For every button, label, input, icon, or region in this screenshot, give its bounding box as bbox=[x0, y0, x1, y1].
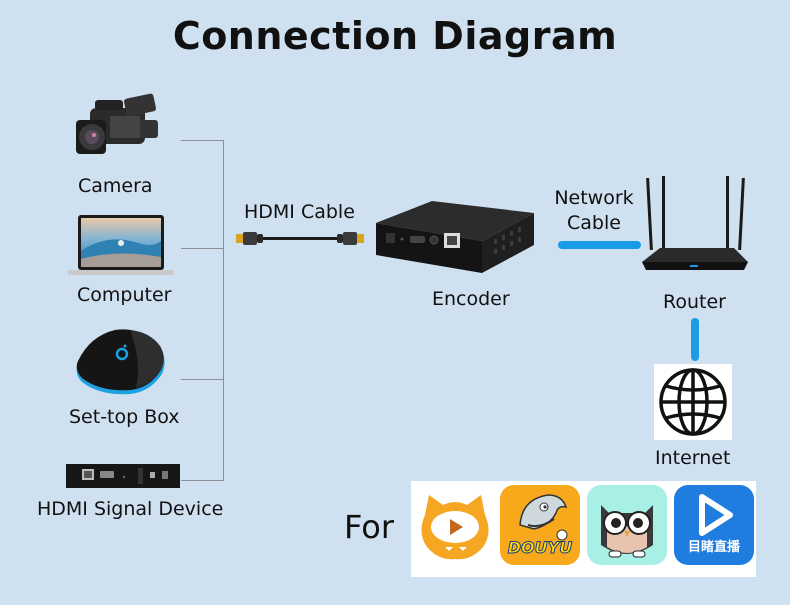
network-cable-label-line1: Network bbox=[554, 187, 634, 209]
network-cable-label-line2: Cable bbox=[567, 212, 621, 234]
encoder-label: Encoder bbox=[432, 288, 510, 310]
connector-line-computer bbox=[181, 248, 224, 249]
set-top-box-icon bbox=[76, 329, 165, 395]
router-internet-line bbox=[691, 318, 699, 361]
network-cable-line bbox=[558, 241, 641, 249]
mudu-live-app-icon[interactable]: 目睹直播 bbox=[674, 485, 754, 565]
source-label-computer: Computer bbox=[77, 284, 172, 306]
for-label: For bbox=[344, 508, 394, 546]
video-camera-icon bbox=[76, 93, 158, 154]
connector-line-camera bbox=[181, 140, 224, 141]
owl-app-icon[interactable] bbox=[587, 485, 667, 565]
page-title: Connection Diagram bbox=[172, 14, 618, 58]
douyu-app-text: DOUYU bbox=[507, 538, 573, 558]
connector-bracket-vertical bbox=[223, 140, 224, 481]
mudu-live-app-text: 目睹直播 bbox=[687, 540, 740, 555]
connector-line-hdmi-device bbox=[181, 480, 224, 481]
router-icon bbox=[642, 176, 748, 270]
internet-icon-box bbox=[654, 364, 732, 440]
hdmi-device-icon bbox=[66, 464, 180, 488]
globe-icon bbox=[659, 368, 727, 436]
source-label-camera: Camera bbox=[78, 175, 153, 197]
hdmi-cable-icon bbox=[236, 232, 364, 245]
douyu-app-icon[interactable]: DOUYU bbox=[500, 485, 580, 565]
huya-app-icon[interactable] bbox=[415, 485, 495, 565]
source-label-hdmi-signal-device: HDMI Signal Device bbox=[37, 498, 224, 520]
network-cable-label: Network Cable bbox=[551, 186, 637, 236]
hdmi-cable-label: HDMI Cable bbox=[244, 201, 355, 223]
encoder-device-icon bbox=[376, 201, 534, 273]
source-label-set-top-box: Set-top Box bbox=[69, 406, 180, 428]
laptop-icon bbox=[68, 215, 174, 275]
connector-line-set-top-box bbox=[181, 379, 224, 380]
router-label: Router bbox=[663, 291, 726, 313]
internet-label: Internet bbox=[655, 447, 731, 469]
platform-apps-panel: DOUYU 目睹直播 bbox=[411, 481, 756, 577]
